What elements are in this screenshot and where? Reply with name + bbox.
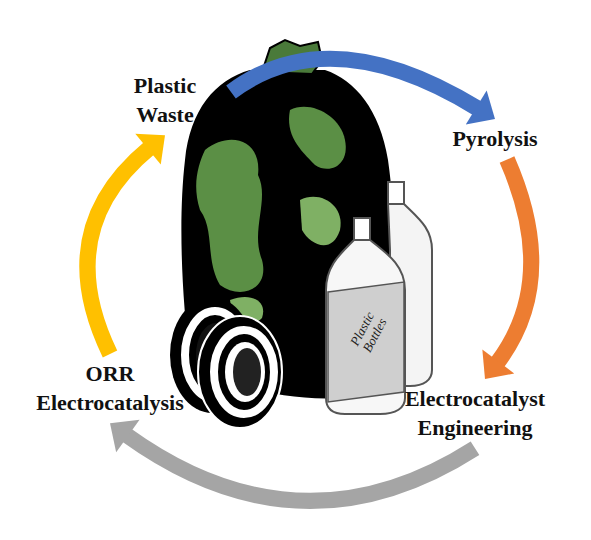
arrow-head: [482, 349, 514, 379]
stage-label: Electrocatalyst Engineering: [375, 385, 575, 442]
bag-highlight: [196, 140, 263, 292]
arrow-body: [231, 59, 478, 109]
arrow-head: [110, 420, 140, 452]
arrow-body: [497, 160, 531, 363]
stage-text: Pyrolysis: [435, 125, 555, 154]
stage-label: Plastic Waste: [105, 72, 225, 129]
cycle-arrow: [231, 59, 495, 125]
bag-highlight: [289, 107, 346, 169]
bag-highlight: [300, 197, 341, 245]
stage-text: Plastic Waste: [105, 72, 225, 129]
stage-label: Pyrolysis: [435, 125, 555, 154]
arrow-body: [87, 148, 149, 354]
cycle-arrow: [482, 160, 531, 379]
stage-label: ORR Electrocatalysis: [20, 360, 200, 417]
tire: [198, 316, 282, 428]
cycle-arrow: [87, 134, 165, 354]
arrow-head: [135, 134, 165, 165]
arrow-body: [126, 435, 475, 501]
arrow-head: [466, 90, 495, 124]
stage-text: ORR Electrocatalysis: [20, 360, 200, 417]
stage-text: Electrocatalyst Engineering: [375, 385, 575, 442]
plastic-bottle: [326, 218, 405, 414]
